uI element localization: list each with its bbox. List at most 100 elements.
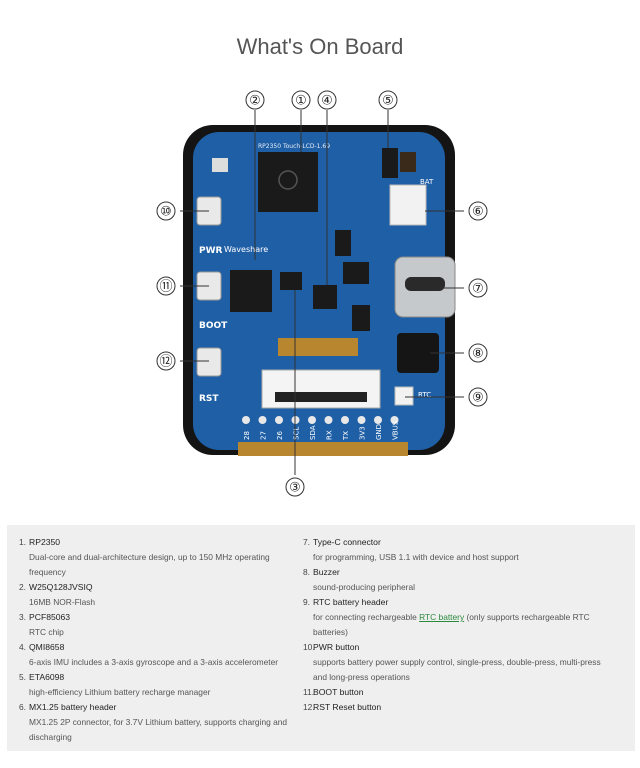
item-name: Buzzer	[313, 567, 340, 577]
item-name: W25Q128JVSIQ	[29, 582, 93, 592]
item-desc-pre: for connecting rechargeable	[313, 612, 420, 622]
item-desc: high-efficiency Lithium battery recharge…	[29, 687, 211, 697]
list-item: 4. QMI8658 6-axis IMU includes a 3-axis …	[19, 640, 294, 670]
board-illustration: RP2350 Touch-LCD-1.69 BAT RTC PWR BOOT R…	[156, 90, 488, 497]
item-number: 12.	[303, 702, 315, 712]
item-number: 6.	[19, 702, 26, 712]
crystal	[400, 152, 416, 172]
item-name: QMI8658	[29, 642, 65, 652]
pin-pad	[275, 416, 283, 424]
charger-chip	[343, 262, 369, 284]
pin-pad	[258, 416, 267, 424]
board-figure: RP2350 Touch-LCD-1.69 BAT RTC PWR BOOT R…	[0, 80, 640, 510]
pin-label: SCL	[293, 427, 301, 440]
item-name: RTC battery header	[313, 597, 389, 607]
list-item: 1. RP2350 Dual-core and dual-architectur…	[19, 535, 294, 580]
pin-pad	[242, 416, 250, 424]
item-number: 11.	[303, 687, 315, 697]
imu-chip	[313, 285, 337, 309]
item-desc-post: (only supports rechargeable RTC batterie…	[313, 612, 590, 637]
pin-label: RX	[326, 430, 334, 440]
item-name: MX1.25 battery header	[29, 702, 117, 712]
pin-label: SDA	[309, 425, 317, 440]
item-number: 10.	[303, 642, 315, 652]
pin-pad	[308, 416, 316, 424]
item-number: 3.	[19, 612, 26, 622]
rst-button	[196, 347, 222, 377]
pin-pad	[390, 416, 399, 424]
callout-9: ⑨	[472, 391, 484, 406]
item-number: 1.	[19, 537, 26, 547]
type-c-port	[405, 277, 445, 291]
rtc-battery-link[interactable]: RTC battery	[419, 612, 465, 622]
silk-rtc: RTC	[418, 391, 431, 399]
silk-rst: RST	[199, 394, 219, 404]
page-title: What's On Board	[236, 34, 404, 59]
list-item: 2. W25Q128JVSIQ 16MB NOR-Flash	[19, 580, 294, 610]
pin-label: 28	[243, 431, 251, 440]
callout-5: ⑤	[382, 94, 394, 109]
rtc-chip	[280, 272, 302, 290]
callout-3: ③	[289, 481, 301, 496]
fpc-cable	[278, 338, 358, 356]
component-5	[382, 148, 398, 178]
silk-pwr: PWR	[199, 246, 223, 256]
item-name: PCF85063	[29, 612, 71, 622]
pin-label: VBUS	[392, 420, 400, 440]
silk-boot: BOOT	[199, 321, 228, 331]
callout-10: ⑩	[160, 205, 172, 220]
list-item: 5. ETA6098 high-efficiency Lithium batte…	[19, 670, 294, 700]
item-number: 5.	[19, 672, 26, 682]
item-name: ETA6098	[29, 672, 65, 682]
item-desc: for programming, USB 1.1 with device and…	[313, 552, 519, 562]
pin-pad	[324, 416, 333, 424]
item-number: 2.	[19, 582, 26, 592]
battery-connector	[389, 184, 427, 226]
item-number: 9.	[303, 597, 310, 607]
list-item: 3. PCF85063 RTC chip	[19, 610, 294, 640]
callout-11: ⑪	[159, 280, 172, 295]
raspberry-logo-icon	[278, 170, 298, 190]
list-item: 11. BOOT button	[303, 685, 603, 700]
pin-label: 3V3	[359, 426, 367, 440]
item-name: Type-C connector	[313, 537, 381, 547]
smd-chip-2	[335, 230, 351, 256]
item-desc: RTC chip	[29, 627, 64, 637]
item-desc: Dual-core and dual-architecture design, …	[29, 552, 270, 577]
pin-pad	[374, 416, 382, 424]
pin-label: 26	[276, 431, 284, 440]
list-item: 12. RST Reset button	[303, 700, 603, 715]
pin-strip	[238, 442, 408, 456]
silk-bat: BAT	[420, 178, 434, 186]
fpc-connector	[261, 369, 381, 409]
buzzer	[397, 333, 439, 373]
item-number: 4.	[19, 642, 26, 652]
item-desc: supports battery power supply control, s…	[313, 657, 601, 682]
list-item: 9. RTC battery header for connecting rec…	[303, 595, 603, 640]
item-desc: for connecting rechargeable RTC battery …	[313, 610, 603, 640]
item-name: BOOT button	[313, 687, 364, 697]
callout-8: ⑧	[472, 347, 484, 362]
callout-1: ①	[295, 94, 307, 109]
item-desc: 16MB NOR-Flash	[29, 597, 96, 607]
callout-6: ⑥	[472, 205, 484, 220]
list-item: 8. Buzzer sound-producing peripheral	[303, 565, 603, 595]
pin-pad	[357, 416, 366, 424]
smd-part	[212, 158, 228, 172]
rtc-header	[394, 386, 414, 406]
pin-pad	[341, 416, 349, 424]
fpc-slot	[275, 392, 367, 402]
component-list-left: 1. RP2350 Dual-core and dual-architectur…	[19, 535, 294, 745]
item-name: RST Reset button	[313, 702, 382, 712]
list-item: 10. PWR button supports battery power su…	[303, 640, 603, 685]
item-number: 8.	[303, 567, 310, 577]
rp2350-chip	[258, 152, 318, 212]
callout-4: ④	[321, 94, 333, 109]
callout-7: ⑦	[472, 282, 484, 297]
brand-text: Waveshare	[224, 245, 268, 254]
item-name: PWR button	[313, 642, 360, 652]
pin-label: GND	[375, 424, 383, 440]
silk-model: RP2350 Touch-LCD-1.69	[258, 143, 330, 150]
item-name: RP2350	[29, 537, 61, 547]
